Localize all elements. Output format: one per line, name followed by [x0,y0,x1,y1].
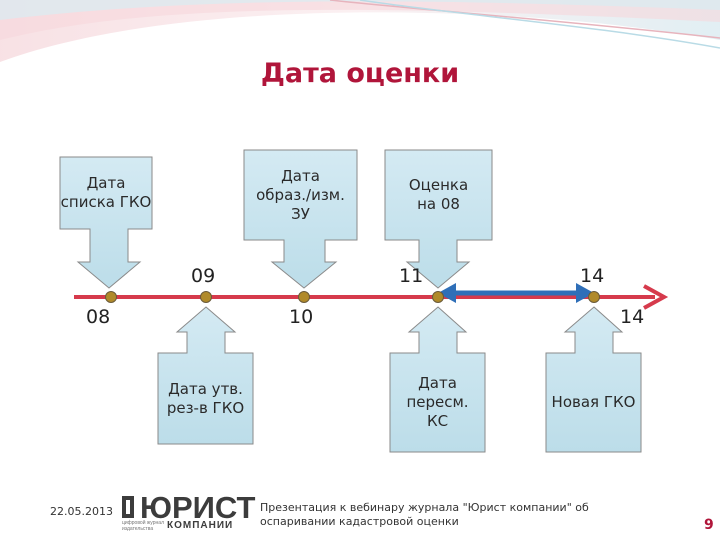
tick-label-11: 11 [399,265,424,287]
callout-ocenka-08-line2: на 08 [417,195,460,213]
logo-word: ЮРИСТ [140,490,256,525]
logo-tagline: цифровой журнал издательства [122,520,164,532]
tick-label-08: 08 [86,306,111,328]
node-14 [588,291,600,303]
page-number: 9 [704,517,714,533]
node-09 [200,291,212,303]
callout-utv-rez-line1: Дата утв. [168,379,243,398]
callout-ocenka-08: Оценка на 08 [385,150,492,240]
footer-note: Презентация к вебинару журнала "Юрист ко… [260,501,589,528]
logo-emblem [122,496,134,518]
node-08 [105,291,117,303]
callout-peresm-ks-line1: Дата [418,374,457,392]
logo-subword: КОМПАНИИ [167,520,234,531]
tick-label-14-top: 14 [580,265,605,287]
timeline-arrowhead [643,284,669,310]
callout-peresm-ks-line2: пересм. [406,393,469,411]
callout-utv-rez: Дата утв. рез-в ГКО [158,353,253,444]
callout-shape-novaya-gko [545,306,642,453]
callout-obraz-zu-line2: образ./изм. [256,185,345,204]
callout-obraz-zu-line1: Дата [281,166,320,185]
callout-shape-peresm-ks [389,306,486,453]
callout-peresm-ks-line3: КС [426,412,449,430]
callout-obraz-zu-line3: ЗУ [291,204,310,223]
tick-label-10: 10 [289,306,314,328]
page-title: Дата оценки [260,58,460,89]
tick-label-09: 09 [191,265,216,287]
callout-utv-rez-line2: рез-в ГКО [166,398,245,417]
node-10 [298,291,310,303]
period-arrow-right-head [576,283,594,303]
callout-shape-obraz-zu [243,149,358,289]
callout-shape-utv-rez [157,306,254,445]
callout-ocenka-08-line1: Оценка [408,176,469,194]
callout-spisok-gko-line2: списка ГКО [60,193,152,211]
callout-novaya-gko-line1: Новая ГКО [551,393,636,411]
callout-obraz-zu: Дата образ./изм. ЗУ [244,150,357,240]
callout-shape-spisok-gko [59,156,153,289]
callout-spisok-gko-line1: Дата [86,174,126,192]
header-swoosh [0,0,720,62]
footer-date: 22.05.2013 [50,505,113,518]
callout-shape-ocenka-08 [384,149,493,289]
tick-label-14-bottom: 14 [620,306,645,328]
callout-spisok-gko: Дата списка ГКО [60,157,152,229]
callout-novaya-gko: Новая ГКО [546,353,641,452]
node-11 [432,291,444,303]
period-arrow-left-head [438,283,456,303]
callout-peresm-ks: Дата пересм. КС [390,353,485,452]
